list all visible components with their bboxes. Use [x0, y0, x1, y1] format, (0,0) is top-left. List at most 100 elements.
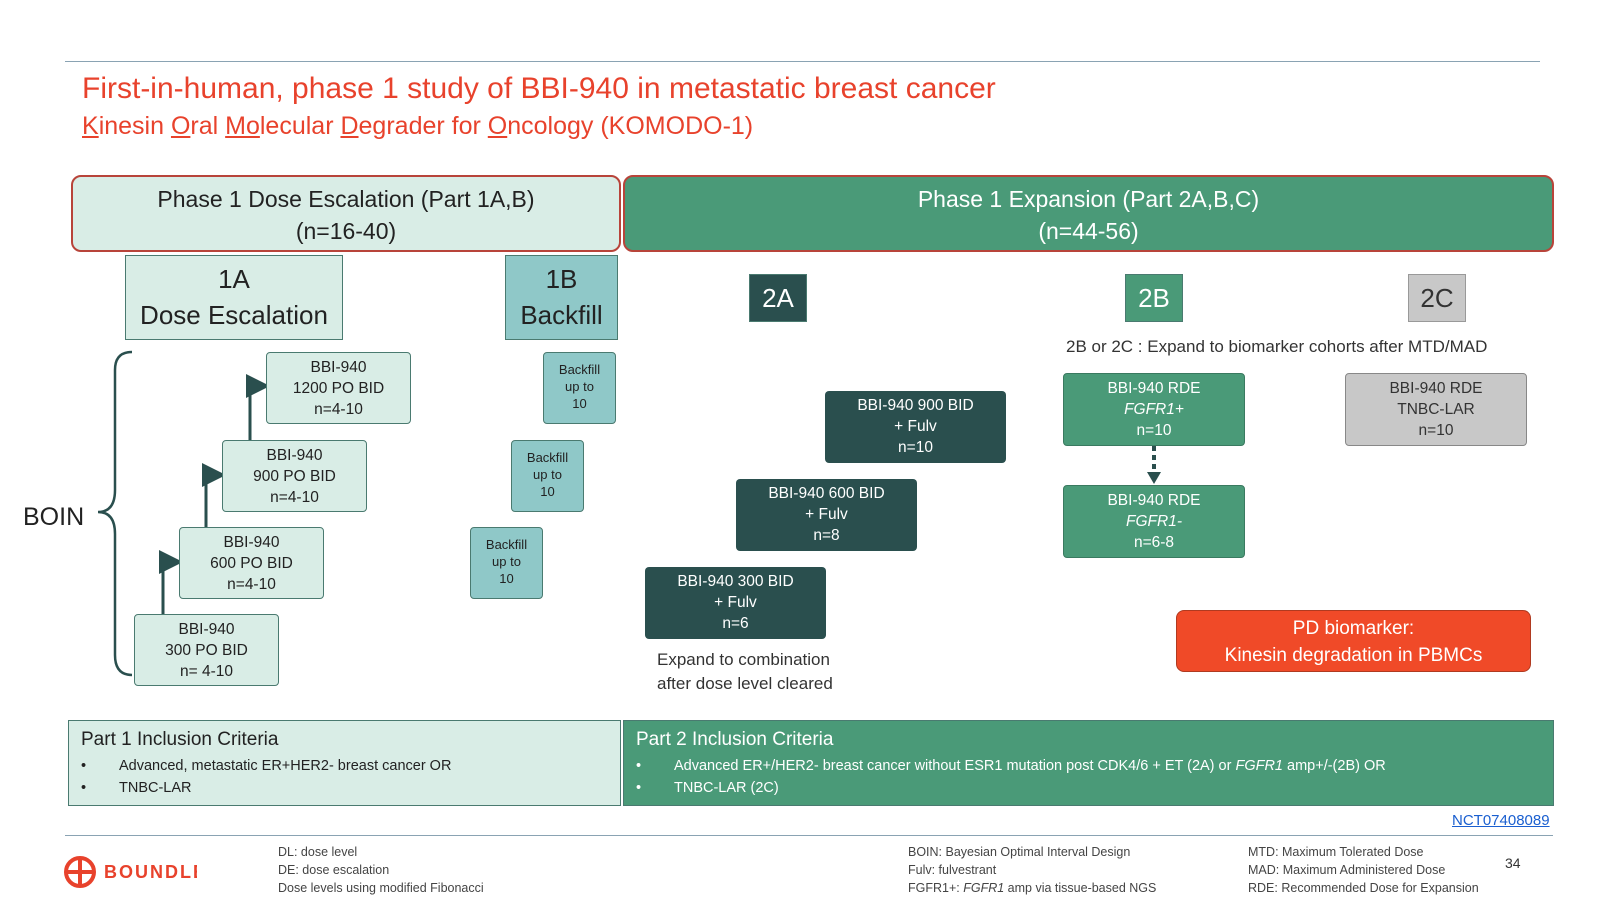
part2-inclusion-bullet-2: TNBC-LAR (2C): [636, 777, 1541, 799]
cohort-2b-pos-drug: BBI-940 RDE: [1107, 380, 1201, 397]
combo-note: Expand to combination after dose level c…: [657, 648, 833, 696]
dose-600-drug: BBI-940: [223, 534, 280, 551]
footnotes-left: DL: dose level DE: dose escalation Dose …: [278, 843, 484, 897]
footnotes-right: MTD: Maximum Tolerated Dose MAD: Maximum…: [1248, 843, 1479, 897]
part2-inclusion-criteria: Part 2 Inclusion Criteria Advanced ER+/H…: [623, 720, 1554, 806]
arm-1a-box: 1A Dose Escalation: [125, 255, 343, 340]
cohort-2b-neg-marker: FGFR1-: [1126, 513, 1182, 530]
combo-900-n: n=10: [898, 439, 933, 456]
combo-600-drug: BBI-940 600 BID: [768, 485, 885, 502]
dose-300-drug: BBI-940: [178, 621, 235, 638]
biomarker-note: 2B or 2C : Expand to biomarker cohorts a…: [1066, 337, 1488, 356]
cohort-2b-fgfr1-negative: BBI-940 RDE FGFR1- n=6-8: [1063, 485, 1245, 558]
footnote-fgfr1-gene: FGFR1: [963, 881, 1005, 895]
cohort-2b-neg-n: n=6-8: [1133, 534, 1175, 551]
page-number: 34: [1505, 855, 1521, 871]
subtitle-word-rest: ral: [190, 112, 226, 140]
footnote-dl: DL: dose level: [278, 845, 358, 859]
part2-inclusion-bullet-1: Advanced ER+/HER2- breast cancer without…: [636, 755, 1541, 777]
bottom-divider: [65, 835, 1553, 836]
arm-2c-tag: 2C: [1408, 274, 1466, 322]
part1-inclusion-bullet-2: TNBC-LAR: [81, 777, 608, 799]
arm-1a-code: 1A: [218, 264, 250, 294]
subtitle-word-rest: ncology (KOMODO-1): [507, 112, 754, 140]
part2-bullet-1-gene: FGFR1: [1235, 758, 1283, 774]
combo-300-n: n=6: [722, 615, 749, 632]
backfill-2-label: Backfill: [526, 450, 569, 465]
pd-biomarker-desc: Kinesin degradation in PBMCs: [1224, 645, 1483, 666]
footnote-fgfr1-desc: amp via tissue-based NGS: [1004, 881, 1157, 895]
cohort-2b-neg-drug: BBI-940 RDE: [1107, 492, 1201, 509]
part2-inclusion-heading: Part 2 Inclusion Criteria: [636, 729, 834, 750]
backfill-box-2: Backfill up to 10: [511, 440, 584, 512]
dose-900-drug: BBI-940: [266, 447, 323, 464]
combo-300-drug: BBI-940 300 BID: [677, 573, 794, 590]
page-subtitle: Kinesin Oral Molecular Degrader for Onco…: [82, 112, 753, 141]
cohort-2b-fgfr1-positive: BBI-940 RDE FGFR1+ n=10: [1063, 373, 1245, 446]
footnote-fulv: Fulv: fulvestrant: [908, 863, 997, 877]
footnote-fgfr1-label: FGFR1+:: [908, 881, 964, 895]
backfill-3-label: Backfill: [558, 362, 601, 377]
company-logo: [64, 856, 96, 888]
part1-inclusion-bullet-1: Advanced, metastatic ER+HER2- breast can…: [81, 755, 608, 777]
arm-1b-box: 1B Backfill: [505, 255, 618, 340]
dose-1200-n: n=4-10: [314, 401, 363, 418]
combo-900-box: BBI-940 900 BID + Fulv n=10: [825, 391, 1006, 463]
combo-300-box: BBI-940 300 BID + Fulv n=6: [645, 567, 826, 639]
part2-header-title: Phase 1 Expansion (Part 2A,B,C): [917, 186, 1260, 212]
dose-level-600: BBI-940 600 PO BID n=4-10: [179, 527, 324, 599]
cohort-2b-pos-n: n=10: [1136, 422, 1172, 439]
combo-note-line1: Expand to combination: [657, 650, 830, 669]
dose-600-n: n=4-10: [227, 576, 276, 593]
part1-header-title: Phase 1 Dose Escalation (Part 1A,B): [157, 186, 535, 212]
arm-2b-tag: 2B: [1125, 274, 1183, 322]
subtitle-initial: D: [340, 112, 359, 140]
logo-icon: [64, 856, 96, 888]
combo-900-fulv: + Fulv: [894, 418, 937, 435]
subtitle-initial: Mo: [225, 112, 260, 140]
arm-2a-tag: 2A: [749, 274, 807, 322]
footnote-de: DE: dose escalation: [278, 863, 390, 877]
combo-note-line2: after dose level cleared: [657, 674, 833, 693]
cohort-2c-tnbc-lar: BBI-940 RDE TNBC-LAR n=10: [1345, 373, 1527, 446]
backfill-box-1: Backfill up to 10: [470, 527, 543, 599]
subtitle-initial: O: [487, 112, 508, 140]
part1-inclusion-heading: Part 1 Inclusion Criteria: [81, 729, 279, 750]
dose-600-dose: 600 PO BID: [210, 555, 293, 572]
footnote-mtd: MTD: Maximum Tolerated Dose: [1248, 845, 1424, 859]
footnotes-middle: BOIN: Bayesian Optimal Interval Design F…: [908, 843, 1156, 897]
backfill-2-upto: up to: [533, 467, 562, 482]
arm-1b-label: Backfill: [520, 300, 603, 330]
arm-1a-label: Dose Escalation: [140, 300, 328, 330]
cohort-2c-subtype: TNBC-LAR: [1397, 401, 1475, 418]
part1-header: Phase 1 Dose Escalation (Part 1A,B) (n=1…: [71, 175, 621, 252]
part1-header-n: (n=16-40): [295, 218, 397, 244]
combo-600-fulv: + Fulv: [805, 506, 848, 523]
subtitle-word-rest: lecular: [259, 112, 341, 140]
subtitle-word-rest: inesin: [98, 112, 171, 140]
dose-level-1200: BBI-940 1200 PO BID n=4-10: [266, 352, 411, 424]
combo-300-fulv: + Fulv: [714, 594, 757, 611]
subtitle-word-rest: egrader for: [358, 112, 488, 140]
part2-header-n: (n=44-56): [1038, 218, 1139, 244]
part2-bullet-1-text-a: Advanced ER+/HER2- breast cancer without…: [674, 758, 1236, 774]
footnote-fgfr1: FGFR1+: FGFR1 amp via tissue-based NGS: [908, 879, 1156, 897]
subtitle-initial: O: [170, 112, 191, 140]
cohort-2c-drug: BBI-940 RDE: [1389, 380, 1483, 397]
cohort-2c-n: n=10: [1418, 422, 1454, 439]
part2-header: Phase 1 Expansion (Part 2A,B,C) (n=44-56…: [623, 175, 1554, 252]
part1-inclusion-criteria: Part 1 Inclusion Criteria Advanced, meta…: [68, 720, 621, 806]
nct-link[interactable]: NCT07408089: [1452, 812, 1550, 829]
footnote-rde: RDE: Recommended Dose for Expansion: [1248, 881, 1479, 895]
backfill-box-3: Backfill up to 10: [543, 352, 616, 424]
top-divider: [65, 61, 1540, 62]
dose-900-n: n=4-10: [270, 489, 319, 506]
dose-1200-dose: 1200 PO BID: [292, 380, 385, 397]
dose-900-dose: 900 PO BID: [253, 468, 336, 485]
company-logo-text: BOUNDLESS: [104, 862, 197, 882]
backfill-1-label: Backfill: [485, 537, 528, 552]
subtitle-initial: K: [82, 112, 99, 140]
backfill-1-n: 10: [499, 571, 514, 586]
cohort-2b-dotted-arrow: [1147, 446, 1161, 484]
dose-300-dose: 300 PO BID: [165, 642, 248, 659]
